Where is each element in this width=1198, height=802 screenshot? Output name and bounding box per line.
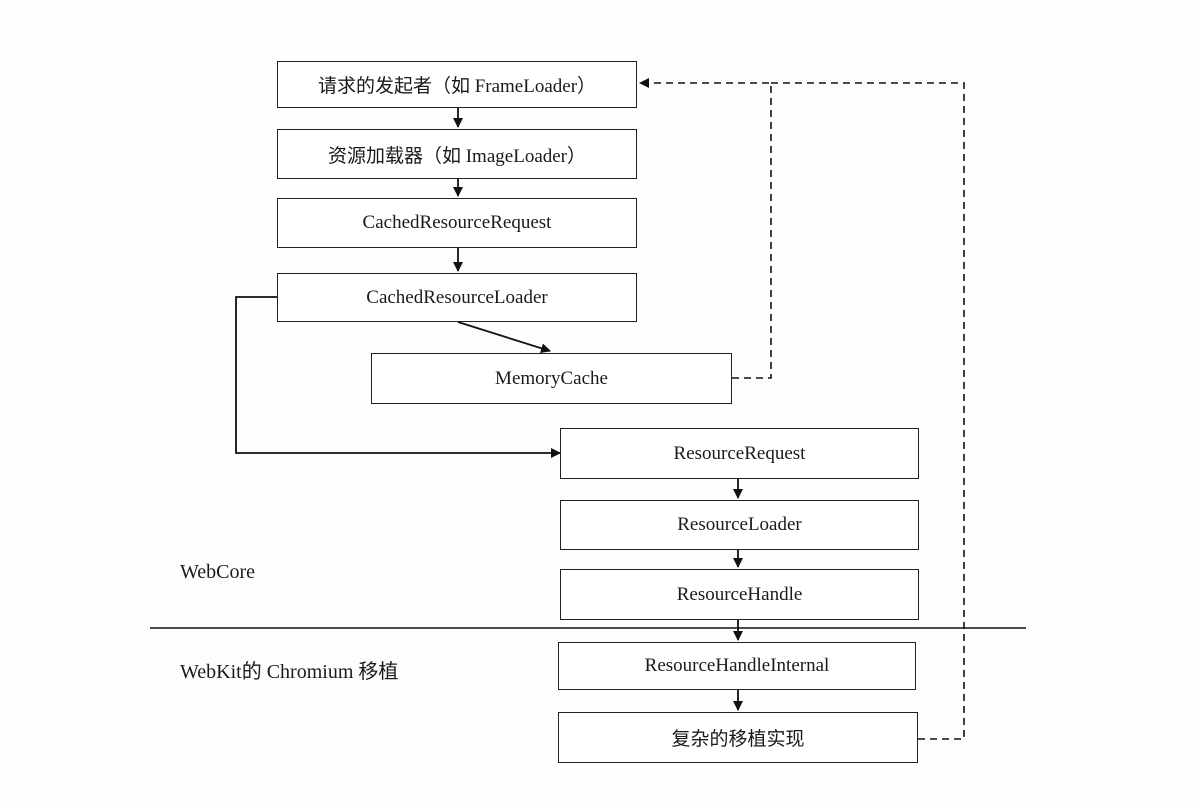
dashed-complex-impl-to-requester xyxy=(771,82,965,740)
node-cached-resource-loader-label: CachedResourceLoader xyxy=(366,286,548,308)
node-resource-request: ResourceRequest xyxy=(560,428,919,479)
layer-label-webcore: WebCore xyxy=(180,561,256,583)
node-resource-request-label: ResourceRequest xyxy=(673,442,806,464)
node-requester: 请求的发起者（如 FrameLoader） xyxy=(277,61,637,108)
arrow-cached-loader-to-resource-request xyxy=(235,296,561,458)
node-complex-port-impl-label: 复杂的移植实现 xyxy=(671,729,805,750)
node-resource-loader: ResourceLoader xyxy=(560,500,919,550)
node-memory-cache: MemoryCache xyxy=(371,353,732,404)
node-cached-resource-request-label: CachedResourceRequest xyxy=(362,212,552,233)
node-resource-loader-cn-label: 资源加载器（如 ImageLoader） xyxy=(327,145,587,167)
layer-label-webkit-port: WebKit的 Chromium 移植 xyxy=(180,661,399,683)
node-cached-resource-loader: CachedResourceLoader xyxy=(277,273,637,322)
node-resource-loader-label: ResourceLoader xyxy=(677,514,802,535)
node-resource-handle: ResourceHandle xyxy=(560,569,919,620)
node-memory-cache-label: MemoryCache xyxy=(495,367,608,389)
node-requester-label: 请求的发起者（如 FrameLoader） xyxy=(317,76,597,97)
dashed-memory-cache-to-requester xyxy=(639,78,772,379)
node-cached-resource-request: CachedResourceRequest xyxy=(277,198,637,248)
node-complex-port-impl: 复杂的移植实现 xyxy=(558,712,918,763)
arrow-cached-loader-to-memory-cache xyxy=(457,321,551,354)
node-resource-loader-cn: 资源加载器（如 ImageLoader） xyxy=(277,129,637,179)
node-resource-handle-label: ResourceHandle xyxy=(676,583,803,605)
node-resource-handle-internal: ResourceHandleInternal xyxy=(558,642,916,690)
node-resource-handle-internal-label: ResourceHandleInternal xyxy=(644,655,830,676)
